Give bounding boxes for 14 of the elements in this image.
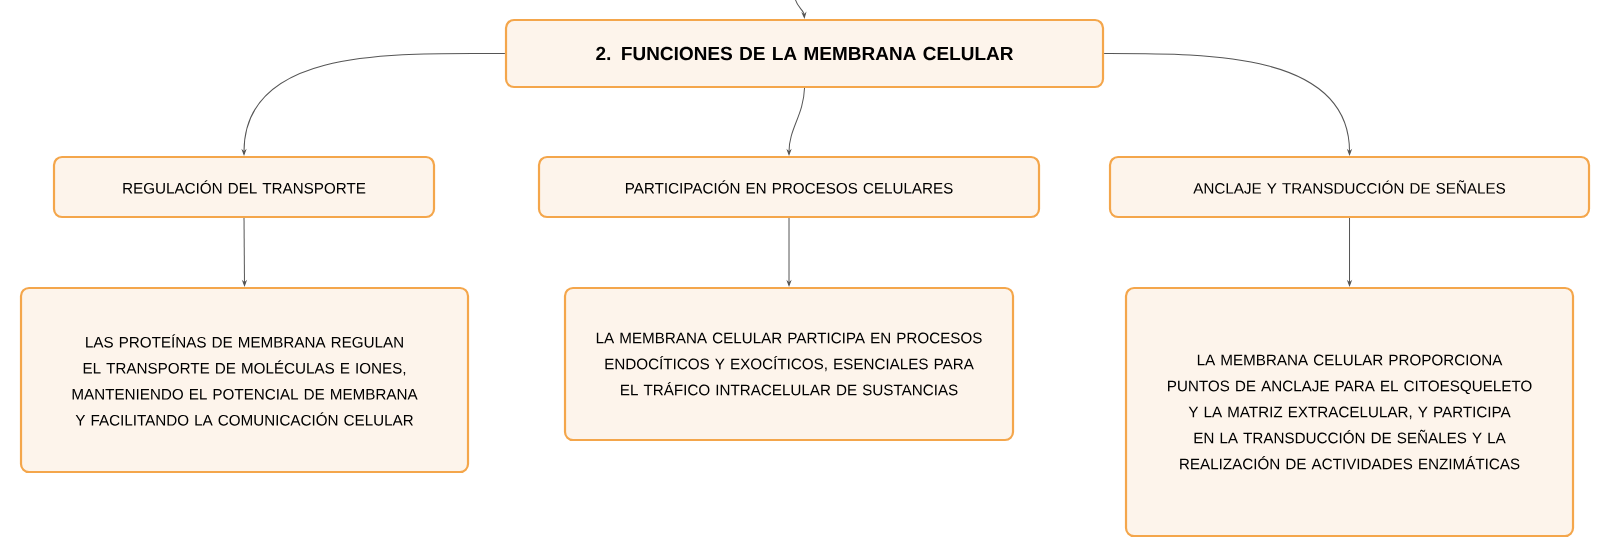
concept-box: LA MEMBRANA CELULAR PROPORCIONA PUNTOS DE ANCLAJE PARA EL CITOESQUELETO Y LA MATRIZ EXTRACELULAR, Y PARTICIPA EN LA TRANSDUCCIÓN DE SEÑALES Y LA REALIZACIÓN DE ACTIVIDADES ENZIMÁTICAS [1124,286,1575,538]
arrow [794,0,806,18]
arrow [1347,217,1352,286]
arrow [242,217,247,286]
arrow [787,87,805,155]
concept-box: 2. FUNCIONES DE LA MEMBRANA CELULAR [504,18,1105,89]
arrow [242,52,506,155]
concept-box: LA MEMBRANA CELULAR PARTICIPA EN PROCESOS ENDOCÍTICOS Y EXOCÍTICOS, ESENCIALES PARA EL TRÁFICO INTRACELULAR DE SUSTANCIAS [563,286,1015,442]
arrow [787,217,791,286]
concept-box: ANCLAJE Y TRANSDUCCIÓN DE SEÑALES [1108,155,1591,219]
arrow [1103,53,1352,155]
concept-box: PARTICIPACIÓN EN PROCESOS CELULARES [537,155,1041,219]
concept-box: LAS PROTEÍNAS DE MEMBRANA REGULAN EL TRANSPORTE DE MOLÉCULAS E IONES, MANTENIENDO EL POTENCIAL DE MEMBRANA Y FACILITANDO LA COMUNICACIÓN CELULAR [19,286,470,474]
concept-box: REGULACIÓN DEL TRANSPORTE [52,155,436,219]
